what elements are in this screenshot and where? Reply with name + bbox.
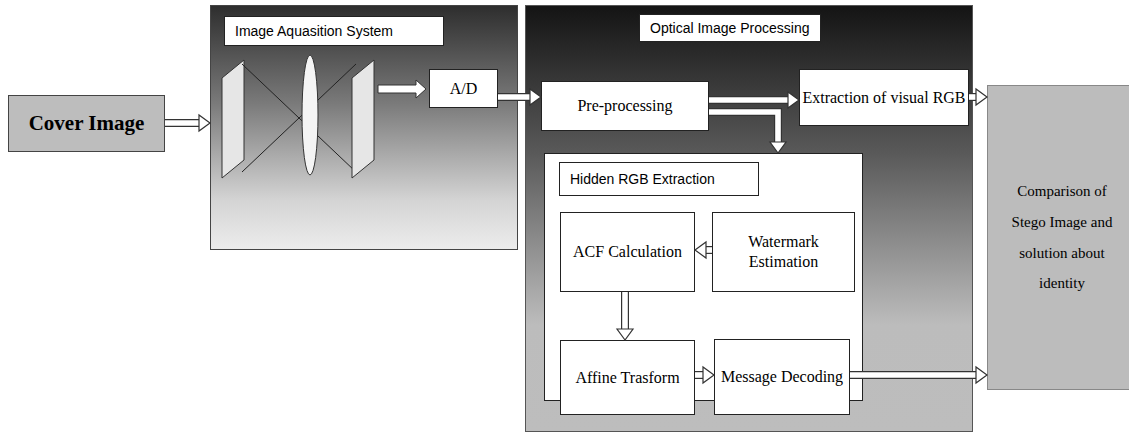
block-arrow [695,367,714,383]
ray-line [242,64,356,172]
panel-heading: Image Aquasition System [224,16,444,46]
object-plane [222,60,244,178]
arrow-body [709,112,778,143]
arrow-outline [709,96,789,104]
process-box: Watermark Estimation [712,212,855,292]
arrow-head [530,89,541,105]
arrow-head [976,367,987,383]
box-label: Watermark Estimation [713,232,854,272]
arrow-head [617,329,633,340]
process-box: ACF Calculation [560,212,695,292]
hollow-arrow [378,80,426,98]
block-arrow [709,92,799,108]
arrow-outline [498,93,531,101]
block-arrow [498,89,541,105]
output-box: Comparison of Stego Image and solution a… [987,85,1129,390]
block-arrow [850,367,987,383]
acquisition-panel: Image Aquasition SystemA/D [210,5,518,250]
arrow-outline [165,119,200,127]
process-box: A/D [429,69,498,108]
arrow-outline [969,93,977,101]
extraction-group: Hidden RGB ExtractionACF Calculation Wate… [544,153,863,401]
box-label: Message Decoding [721,367,843,387]
box-label: Comparison of Stego Image and solution a… [988,176,1129,299]
box-label: Affine Trasform [575,368,679,388]
box-label: A/D [450,79,478,99]
arrow-body [695,372,704,378]
box-label: Extraction of visual RGB [802,88,965,108]
lens [302,55,318,175]
box-label: Pre-processing [577,96,672,116]
panel-heading: Hidden RGB Extraction [559,162,759,196]
block-arrow [617,292,633,340]
process-box: Pre-processing [541,81,709,131]
box-label: ACF Calculation [573,242,682,262]
arrow-outline [621,292,629,330]
arrow-outline [709,112,778,143]
arrow-head [976,89,987,105]
block-arrow [695,242,712,258]
arrow-head [703,367,714,383]
box-label: Cover Image [29,110,145,136]
process-box: Extraction of visual RGB [799,69,969,126]
process-box: Message Decoding [714,339,850,415]
arrow-body [498,94,531,100]
arrow-head [695,242,706,258]
arrow-body [709,97,789,103]
arrow-head [199,115,210,131]
block-arrow [165,115,210,131]
arrow-body [969,94,977,100]
arrow-outline [695,371,704,379]
arrow-body [850,372,977,378]
arrow-body [705,247,712,253]
arrow-outline [850,371,977,379]
block-arrow [709,112,786,153]
arrow-body [622,292,628,330]
block-arrow [969,89,987,105]
panel-heading: Optical Image Processing [639,14,821,42]
processing-panel: Optical Image ProcessingPre-processing Ex… [525,5,973,432]
arrow-body [165,120,200,126]
process-box: Affine Trasform [560,340,695,415]
arrow-head [788,92,799,108]
ray-line [242,64,356,172]
input-box: Cover Image [8,95,165,152]
arrow-outline [705,246,712,254]
arrow-head [770,142,786,153]
sensor-plane [352,60,374,178]
